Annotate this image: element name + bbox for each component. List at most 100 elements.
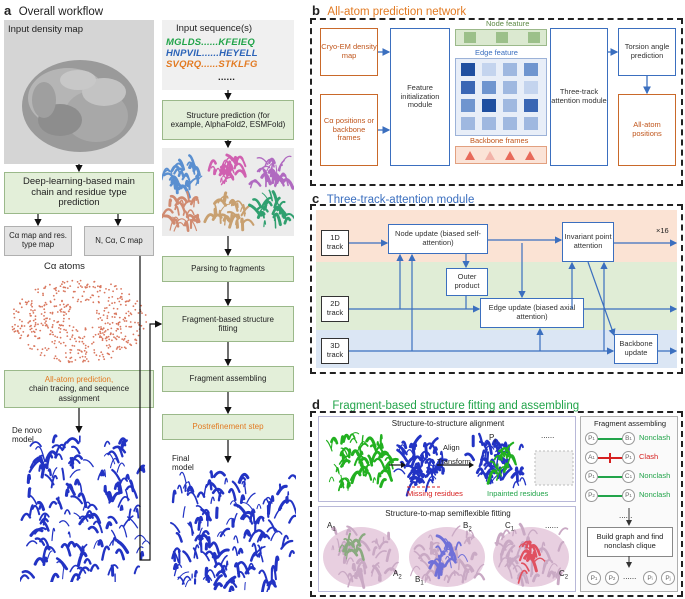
ribbon-segment [274, 555, 280, 572]
ca-atom-dot [78, 282, 81, 285]
edge-update-box: Edge update (biased axial attention) [480, 298, 584, 328]
ca-atom-dot [137, 334, 140, 337]
ca-atom-dot [97, 333, 100, 336]
ca-atom-dot [86, 286, 88, 289]
ca-atom-dot [134, 338, 137, 341]
ribbon-segment [357, 533, 366, 544]
ribbon-segment [280, 539, 294, 550]
s2m-dots: ...... [545, 521, 559, 530]
ca-atom-dot [126, 341, 129, 344]
ca-atom-dot [91, 342, 93, 345]
ribbon-segment [233, 535, 239, 544]
ca-atom-dot [104, 322, 107, 325]
ribbon-segment [40, 463, 49, 479]
ca-atom-dot [115, 288, 118, 290]
edge-feature-cell [461, 117, 475, 130]
ca-atom-dot [59, 360, 62, 363]
track-2d-box: 2D track [321, 296, 349, 322]
ribbon-segment [346, 548, 359, 557]
ca-atom-dot [84, 286, 87, 288]
edge-feature-cell [503, 99, 517, 112]
ribbon-segment [464, 452, 475, 462]
ribbon-segment [475, 563, 485, 575]
ca-atom-dot [34, 315, 37, 318]
ca-atom-dot [139, 308, 142, 311]
ribbon-segment [537, 547, 551, 560]
torsion-box: Torsion angle prediction [618, 28, 676, 76]
ribbon-segment [234, 169, 247, 178]
ribbon-segment [184, 179, 190, 188]
ca-atom-dot [25, 303, 28, 306]
ca-atom-dot [30, 314, 32, 317]
ribbon-segment [29, 441, 42, 448]
ca-atom-dot [67, 303, 69, 306]
ca-atom-dot [69, 338, 72, 341]
ribbon-segment [87, 503, 98, 511]
ribbon-segment [331, 526, 338, 535]
ribbon-segment [338, 477, 351, 486]
ca-atom-dot [55, 289, 57, 292]
ribbon-segment [451, 525, 461, 537]
ca-atom-dot [92, 285, 95, 288]
panel-a-letter: a [4, 3, 12, 18]
ca-atom-dot [38, 305, 41, 307]
a2-label: A2 [393, 569, 402, 581]
ca-atom-dot [93, 280, 96, 283]
ca-atom-dot [72, 326, 75, 328]
ribbon-segment [276, 484, 288, 496]
ribbon-segment [185, 214, 197, 222]
ribbon-segment [256, 552, 264, 563]
ca-atom-dot [135, 342, 138, 345]
ribbon-segment [532, 551, 536, 558]
ca-atom-dot [106, 315, 109, 317]
ribbon-segment [268, 157, 276, 165]
ribbon-segment [273, 176, 281, 187]
ribbon-segment [182, 506, 186, 518]
ribbon-segment [78, 482, 83, 493]
ribbon-segment [44, 450, 58, 463]
ribbon-segment [27, 487, 32, 498]
ca-atom-dot [92, 301, 95, 304]
ribbon-segment [498, 449, 506, 458]
ribbon-segment [107, 490, 113, 500]
ca-atom-dot [82, 342, 85, 345]
ribbon-segment [170, 177, 177, 190]
ribbon-segment [333, 463, 340, 475]
ca-atom-dot [73, 345, 76, 347]
ribbon-segment [444, 557, 457, 568]
ribbon-segment [213, 198, 228, 207]
ca-atom-dot [54, 335, 56, 338]
final-model-image [170, 470, 296, 592]
deep-learning-box: Deep-learning-based main chain and resid… [4, 172, 154, 214]
ca-atom-dot [115, 338, 118, 341]
ca-atom-dot [74, 290, 76, 293]
ribbon-segment [410, 455, 422, 468]
ca-atom-dot [52, 333, 54, 336]
ribbon-segment [486, 469, 499, 485]
ca-atom-dot [83, 290, 85, 293]
ca-atom-dot [69, 306, 72, 309]
final-model-label: Final model [172, 454, 194, 473]
sequence-line: HNPVIL......HEYELL [166, 48, 294, 59]
ribbon-segment [82, 459, 94, 468]
ca-atom-dot [86, 283, 89, 286]
ribbon-segment [134, 534, 147, 541]
ribbon-segment [42, 556, 49, 567]
ribbon-segment [76, 551, 88, 567]
ca-atom-dot [100, 336, 103, 339]
ribbon-segment [162, 208, 174, 219]
ca-atom-dot [49, 311, 52, 314]
ribbon-segment [346, 525, 358, 536]
ca-atom-dot [134, 302, 137, 305]
ca-atom-dot [78, 336, 80, 339]
ribbon-segment [135, 507, 140, 519]
ribbon-segment [107, 515, 118, 525]
ca-atom-dot [120, 332, 123, 334]
ca-atom-dot [101, 339, 104, 342]
ribbon-segment [244, 566, 256, 575]
ca-atom-dot [120, 288, 122, 290]
ca-atom-dot [53, 298, 56, 301]
ca-atom-dot [56, 311, 59, 313]
